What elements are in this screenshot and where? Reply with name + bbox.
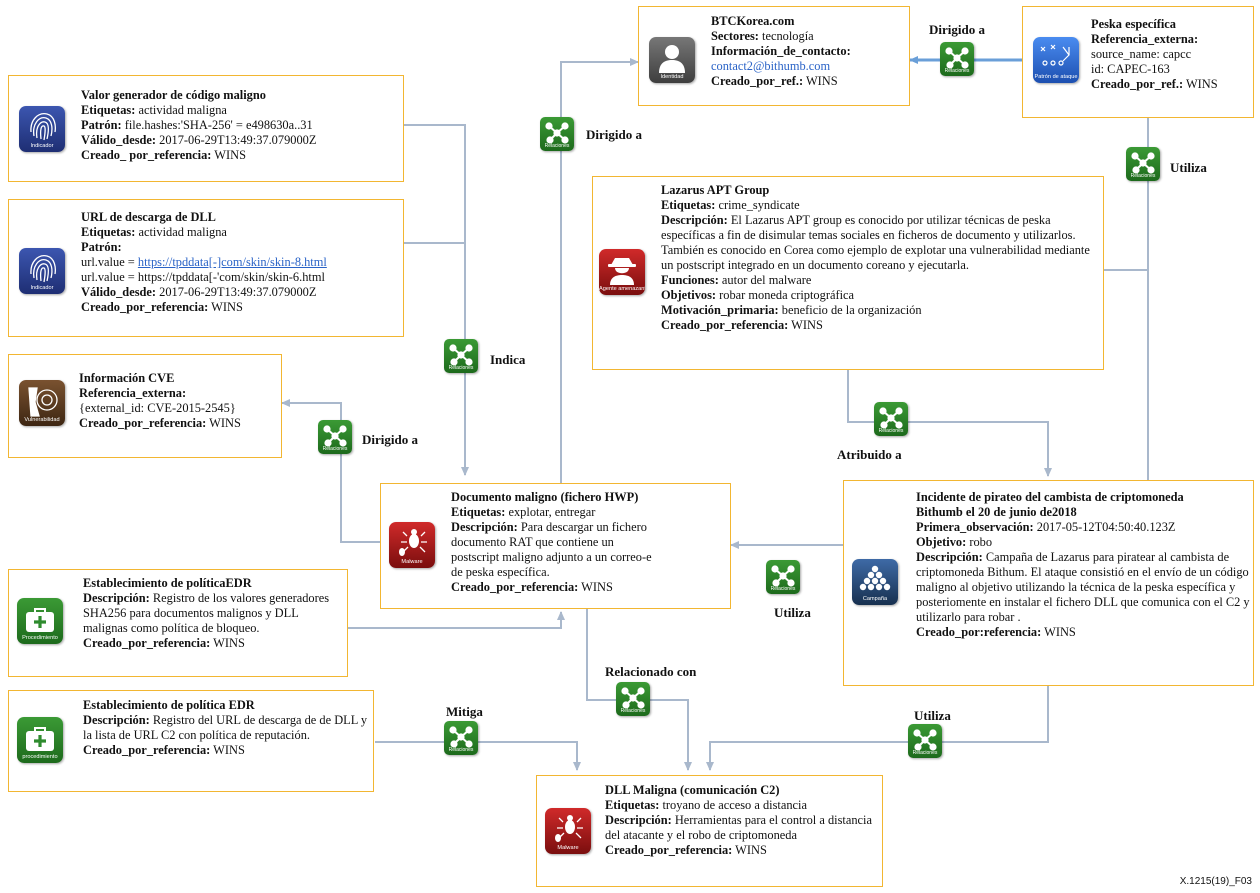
- node-title: Información CVE: [79, 371, 175, 385]
- contact-email-link[interactable]: contact2@bithumb.com: [711, 59, 831, 73]
- edge-uses-dll: [706, 686, 1049, 771]
- course-of-action-node-1: Procedimiento Establecimiento de polític…: [8, 569, 348, 677]
- label-related: Relacionado con: [605, 664, 697, 679]
- label-targets-top: Dirigido a: [586, 127, 642, 142]
- identity-node: Identidad BTCKorea.com Sectores: tecnolo…: [638, 6, 910, 106]
- edge-mitigates: [375, 741, 581, 771]
- network-icon: Relaciones: [940, 42, 974, 76]
- network-icon: Relaciones: [318, 420, 352, 454]
- label-uses-malware: Utiliza: [774, 605, 811, 620]
- network-icon: Relaciones: [1126, 147, 1160, 181]
- spy-icon: Agente amenazante: [599, 249, 645, 295]
- node-title: Documento maligno (fichero HWP): [451, 490, 639, 504]
- label-uses-attack-pattern: Utiliza: [1170, 160, 1207, 175]
- node-title: Incidente de pirateo del cambista de cri…: [916, 490, 1184, 504]
- edge-indicates-1: [404, 124, 469, 476]
- node-title: Lazarus APT Group: [661, 183, 770, 197]
- malware-hwp-node: Malware Documento maligno (fichero HWP) …: [380, 483, 731, 609]
- bug-icon: Malware: [389, 522, 435, 568]
- network-icon: Relaciones: [444, 721, 478, 755]
- node-title: URL de descarga de DLL: [81, 210, 216, 224]
- indicator-node-hash: Indicador Valor generador de código mali…: [8, 75, 404, 182]
- first-aid-icon: procedimiento: [17, 717, 63, 763]
- malware-dll-node: Malware DLL Maligna (comunicación C2) Et…: [536, 775, 883, 887]
- network-icon: Relaciones: [766, 560, 800, 594]
- node-title: Establecimiento de políticaEDR: [83, 576, 252, 590]
- node-title: DLL Maligna (comunicación C2): [605, 783, 780, 797]
- network-icon: Relaciones: [444, 339, 478, 373]
- fingerprint-icon: Indicador: [19, 248, 65, 294]
- node-title: Peska específica: [1091, 17, 1176, 31]
- figure-id: X.1215(19)_F03: [1179, 876, 1252, 887]
- person-icon: Identidad: [649, 37, 695, 83]
- label-uses-dll: Utiliza: [914, 708, 951, 723]
- course-of-action-node-2: procedimiento Establecimiento de polític…: [8, 690, 374, 792]
- label-mitigates: Mitiga: [446, 704, 483, 719]
- malicious-url-link[interactable]: https://tpddata[-]com/skin/skin-8.html: [137, 255, 327, 269]
- node-title: Valor generador de código maligno: [81, 88, 266, 102]
- node-title: Establecimiento de política EDR: [83, 698, 255, 712]
- network-icon: Relaciones: [908, 724, 942, 758]
- bug-icon: Malware: [545, 808, 591, 854]
- edge-targets-identity: [560, 58, 639, 483]
- label-attributed: Atribuido a: [837, 447, 902, 462]
- vulnerability-node: Vulnerabilidad Información CVE Referenci…: [8, 354, 282, 458]
- label-indicates: Indica: [490, 352, 526, 367]
- network-icon: Relaciones: [616, 682, 650, 716]
- play-diagram-icon: Patrón de ataque: [1033, 37, 1079, 83]
- threat-actor-node: Agente amenazante Lazarus APT Group Etiq…: [592, 176, 1104, 370]
- attack-pattern-node: Patrón de ataque Peska específica Refere…: [1022, 6, 1254, 118]
- edge-attributed: [847, 370, 1052, 477]
- edge-targets-cve: [281, 399, 380, 543]
- network-icon: Relaciones: [874, 402, 908, 436]
- label-targets-identity: Dirigido a: [929, 22, 985, 37]
- campaign-node: Campaña Incidente de pirateo del cambist…: [843, 480, 1254, 686]
- label-targets-cve: Dirigido a: [362, 432, 418, 447]
- network-icon: Relaciones: [540, 117, 574, 151]
- target-icon: Vulnerabilidad: [19, 380, 65, 426]
- edge-coa1: [348, 611, 565, 629]
- indicator-node-dll-url: Indicador URL de descarga de DLL Etiquet…: [8, 199, 404, 337]
- pyramid-icon: Campaña: [852, 559, 898, 605]
- node-title: BTCKorea.com: [711, 14, 795, 28]
- fingerprint-icon: Indicador: [19, 106, 65, 152]
- first-aid-icon: Procedimiento: [17, 598, 63, 644]
